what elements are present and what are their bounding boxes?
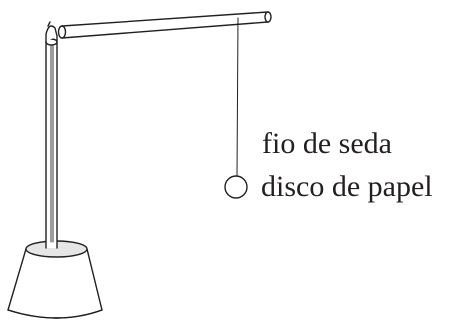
stand-base (7, 240, 103, 319)
disk-label: disco de papel (261, 170, 433, 203)
silk-thread (236, 17, 239, 177)
vertical-rod (45, 35, 58, 249)
rod-joint (45, 21, 58, 46)
thread-label: fio de seda (262, 127, 392, 160)
paper-disk (224, 175, 248, 199)
horizontal-arm (57, 11, 272, 39)
